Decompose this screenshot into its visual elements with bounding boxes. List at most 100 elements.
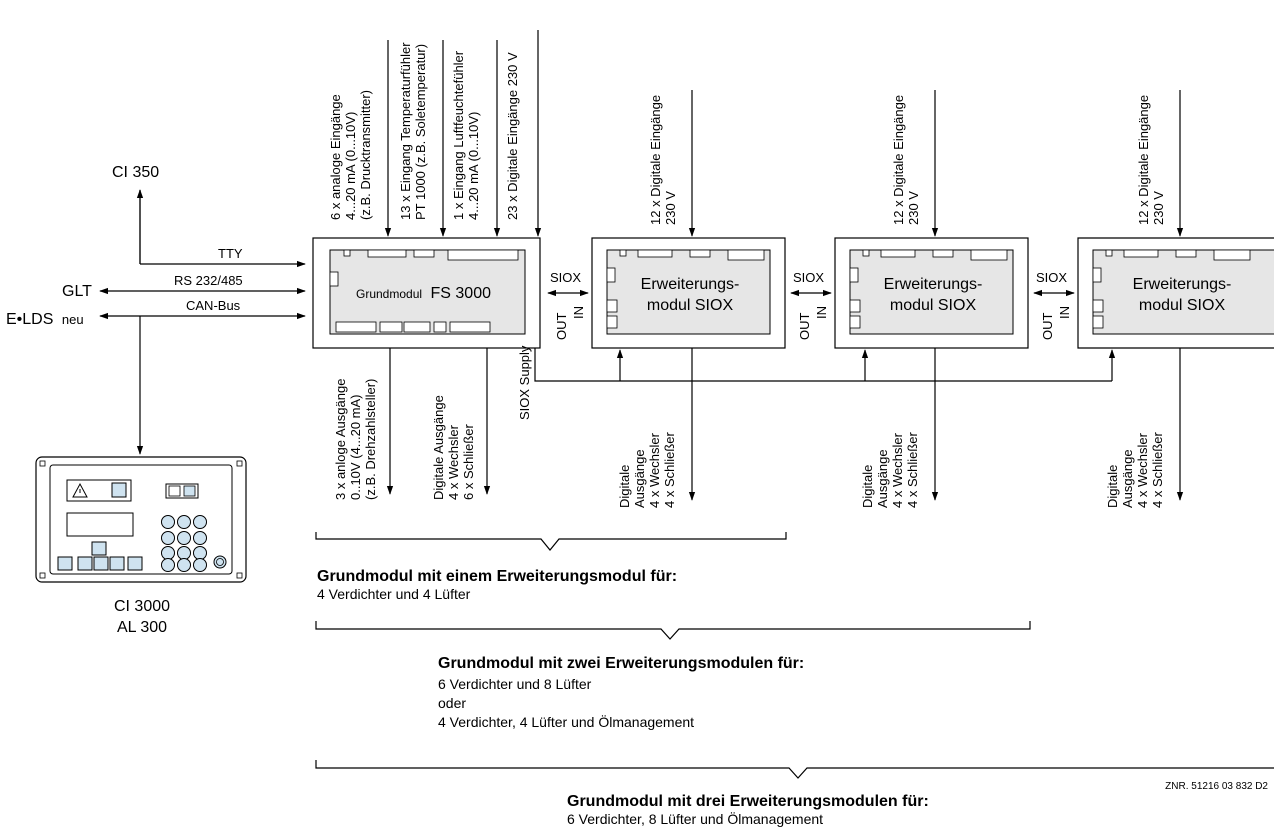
svg-text:DigitaleAusgänge4 x Wechsler4: DigitaleAusgänge4 x Wechsler4 x Schließe…	[617, 431, 677, 508]
keypad-key[interactable]	[177, 515, 191, 529]
extension-module-label: Erweiterungs-	[1133, 276, 1232, 293]
svg-text:12 x Digitale Eingänge230 V: 12 x Digitale Eingänge230 V	[891, 95, 921, 225]
ext-output-line: 4 x Schließer	[1150, 431, 1165, 508]
group-brace-3	[315, 760, 1274, 779]
ext-input-line: 230 V	[906, 191, 921, 225]
svg-text:DigitaleAusgänge4 x Wechsler4: DigitaleAusgänge4 x Wechsler4 x Schließe…	[860, 431, 920, 508]
group-title-1: Grundmodul mit einem Erweiterungsmodul f…	[317, 568, 677, 585]
drawing-number: ZNR. 51216 03 832 D2	[1165, 781, 1268, 792]
group-title-3: Grundmodul mit drei Erweiterungsmodulen …	[567, 793, 929, 810]
elds-sub: neu	[62, 312, 84, 327]
group-line-1: 4 Verdichter und 4 Lüfter	[317, 586, 471, 602]
svg-text:3 x anloge Ausgänge0..10V (4..: 3 x anloge Ausgänge0..10V (4...20 mA)(z.…	[333, 379, 378, 500]
extension-module-connector	[637, 249, 673, 258]
keypad-key[interactable]	[161, 531, 175, 545]
ext-output-line: Digitale	[617, 465, 632, 508]
extension-module-connector	[1213, 249, 1251, 261]
extension-module-label: modul SIOX	[1139, 297, 1226, 314]
svg-text:OUT: OUT	[554, 313, 569, 341]
extension-module-label: Erweiterungs-	[884, 276, 983, 293]
keypad-key[interactable]	[193, 531, 207, 545]
ext-output-line: Digitale	[860, 465, 875, 508]
device-screw	[236, 572, 243, 579]
keypad-key[interactable]	[177, 546, 191, 560]
base-module-connector	[447, 249, 519, 261]
ext-output-line: 4 x Schließer	[905, 431, 920, 508]
group-brace-1	[315, 532, 787, 551]
snowflake-icon	[168, 485, 181, 497]
base-input-label-digital: 23 x Digitale Eingänge 230 V	[505, 52, 520, 220]
base-output-line: 3 x anloge Ausgänge	[333, 379, 348, 500]
extension-module-board	[849, 249, 1014, 335]
svg-text:DigitaleAusgänge4 x Wechsler4: DigitaleAusgänge4 x Wechsler4 x Schließe…	[1105, 431, 1165, 508]
extension-module-connector	[606, 315, 618, 329]
keypad-key[interactable]	[193, 558, 207, 572]
siox-out-label: OUT	[1040, 313, 1055, 341]
keypad-key[interactable]	[161, 546, 175, 560]
arrow-down-key[interactable]	[77, 556, 93, 571]
arrow-right-key[interactable]	[93, 556, 109, 571]
base-module-connector	[413, 249, 435, 258]
extension-module-3: Erweiterungs- modul SIOX	[1077, 237, 1274, 349]
base-module-connector	[367, 249, 407, 258]
status-icons	[165, 483, 199, 499]
power-knob[interactable]	[213, 555, 227, 569]
ext-output-line: 4 x Wechsler	[647, 432, 662, 508]
keypad-key[interactable]	[193, 546, 207, 560]
base-input-label-temperature: 13 x Eingang TemperaturfühlerPT 1000 (z.…	[398, 42, 428, 220]
base-module-connector	[335, 321, 377, 333]
ext-input-label: 12 x Digitale Eingänge230 V	[891, 95, 921, 225]
ext-output-label: DigitaleAusgänge4 x Wechsler4 x Schließe…	[1105, 431, 1165, 508]
extension-module-label: modul SIOX	[647, 297, 734, 314]
base-input-line: 13 x Eingang Temperaturfühler	[398, 42, 413, 220]
group-title-2: Grundmodul mit zwei Erweiterungsmodulen …	[438, 655, 804, 672]
siox-label: SIOX	[550, 270, 581, 285]
extension-module-connector	[932, 249, 954, 258]
svg-text:23 x Digitale Eingänge 230 V: 23 x Digitale Eingänge 230 V	[505, 52, 520, 220]
escape-key[interactable]	[127, 556, 143, 571]
extension-module-connector	[1123, 249, 1159, 258]
warning-icon	[72, 482, 88, 498]
base-output-label-siox-supply: SIOX Supply	[517, 345, 532, 420]
base-input-line: 4...20 mA (0...10V)	[466, 112, 481, 220]
ext-input-line: 12 x Digitale Eingänge	[891, 95, 906, 225]
extension-module-connector	[606, 267, 616, 283]
base-output-line: 4 x Wechsler	[446, 424, 461, 500]
keypad-key[interactable]	[161, 515, 175, 529]
siox-supply-label: SIOX Supply	[517, 345, 532, 420]
enter-key[interactable]	[109, 556, 125, 571]
base-module-connector	[329, 271, 339, 287]
arrow-up-key[interactable]	[91, 541, 107, 556]
arrow-left-key[interactable]	[57, 556, 73, 571]
alarm-key[interactable]	[111, 482, 127, 498]
extension-module-connector	[689, 249, 711, 258]
siox-out-label: OUT	[797, 313, 812, 341]
base-module-label: Grundmodul FS 3000	[356, 285, 491, 302]
extension-module-connector	[862, 249, 870, 257]
ext-output-line: 4 x Schließer	[662, 431, 677, 508]
base-output-line: 0..10V (4...20 mA)	[348, 395, 363, 501]
group-line-2: 6 Verdichter und 8 Lüfter	[438, 676, 592, 692]
device-screw	[236, 460, 243, 467]
base-module-connector	[343, 249, 351, 257]
glt-label: GLT	[62, 283, 92, 300]
base-module-label-large: FS 3000	[431, 285, 492, 302]
device-screw	[39, 460, 46, 467]
siox-link-1: SIOX OUT IN	[547, 270, 589, 341]
ext-output-line: 4 x Wechsler	[1135, 432, 1150, 508]
base-module-board	[329, 249, 526, 335]
svg-text:IN: IN	[1057, 306, 1072, 319]
ext-output-line: Ausgänge	[1120, 449, 1135, 508]
base-input-line: 4...20 mA (0...10V)	[343, 112, 358, 220]
siox-in-label: IN	[814, 306, 829, 319]
ext-input-line: 12 x Digitale Eingänge	[1136, 95, 1151, 225]
keypad-key[interactable]	[177, 531, 191, 545]
extension-module-connector	[849, 267, 859, 283]
keypad-key[interactable]	[193, 515, 207, 529]
extension-module-connector	[727, 249, 765, 261]
base-output-line: 6 x Schließer	[461, 423, 476, 500]
ext-input-label: 12 x Digitale Eingänge230 V	[1136, 95, 1166, 225]
keypad-key[interactable]	[177, 558, 191, 572]
keypad-key[interactable]	[161, 558, 175, 572]
